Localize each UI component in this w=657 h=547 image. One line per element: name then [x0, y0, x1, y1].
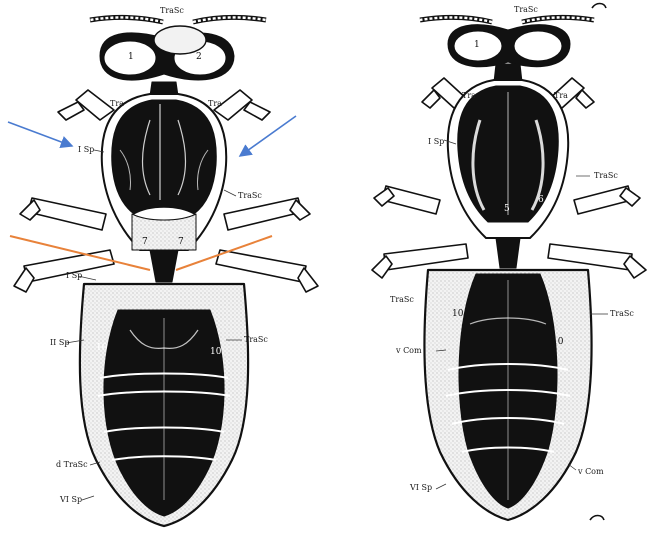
label-trasc-right-mid: TraSc — [610, 310, 634, 318]
segment-number-6-right: 6 — [538, 196, 544, 205]
right-head — [448, 25, 570, 67]
label-visp-left: VI Sp — [60, 496, 82, 504]
label-tra-right-b: Tra — [554, 92, 568, 100]
right-waist — [496, 238, 520, 268]
left-antennae — [90, 17, 266, 22]
label-tra-right-a: Tra — [462, 92, 476, 100]
label-isp-left: I Sp — [78, 146, 94, 154]
label-isp-lower-left: I Sp — [66, 272, 82, 280]
corner-mark-bottom — [590, 516, 604, 521]
label-vcom-right-left: v Com — [396, 347, 422, 355]
segment-number-7b-left: 7 — [178, 238, 184, 247]
left-abdomen — [80, 284, 248, 526]
segment-number-5-right: 5 — [504, 205, 510, 214]
label-tra-left-a: Tra — [110, 100, 124, 108]
label-tra-left-b: Tra — [208, 100, 222, 108]
segment-number-head-right: 1 — [474, 41, 480, 50]
blue-arrow-left — [8, 122, 72, 146]
segment-number-10a-right: 10 — [452, 310, 463, 319]
label-trasc-top-left: TraSc — [160, 7, 184, 15]
label-trasc-top-right: TraSc — [514, 6, 538, 14]
corner-mark-top — [592, 4, 606, 9]
segment-number-5-left: 5 — [162, 210, 168, 219]
segment-number-10b-left: 10 — [210, 348, 221, 357]
segment-number-head-left: 1 — [128, 53, 134, 62]
label-trasc-left-side: TraSc — [238, 192, 262, 200]
left-waist — [150, 250, 178, 282]
label-trasc-right-left: TraSc — [390, 296, 414, 304]
left-thorax — [102, 94, 226, 250]
label-isp-right: I Sp — [428, 138, 444, 146]
segment-number-7a-left: 7 — [142, 238, 148, 247]
left-head — [100, 26, 234, 80]
label-dtrasc-left: d TraSc — [56, 461, 88, 469]
blue-arrow-right — [240, 116, 296, 156]
right-insect — [372, 4, 646, 521]
label-vcom-right-right: v Com — [578, 468, 604, 476]
right-antennae — [420, 17, 594, 22]
segment-number-10b-right: 10 — [552, 338, 563, 347]
label-visp-right: VI Sp — [410, 484, 432, 492]
segment-number-2-left: 2 — [196, 53, 202, 62]
segment-number-10a-left: 10 — [96, 344, 107, 353]
label-trasc-left-mid: TraSc — [244, 336, 268, 344]
label-trasc-right-side: TraSc — [594, 172, 618, 180]
left-insect — [14, 17, 318, 526]
label-iisp-left: II Sp — [50, 339, 69, 347]
right-thorax — [448, 80, 568, 238]
right-abdomen — [424, 270, 591, 520]
